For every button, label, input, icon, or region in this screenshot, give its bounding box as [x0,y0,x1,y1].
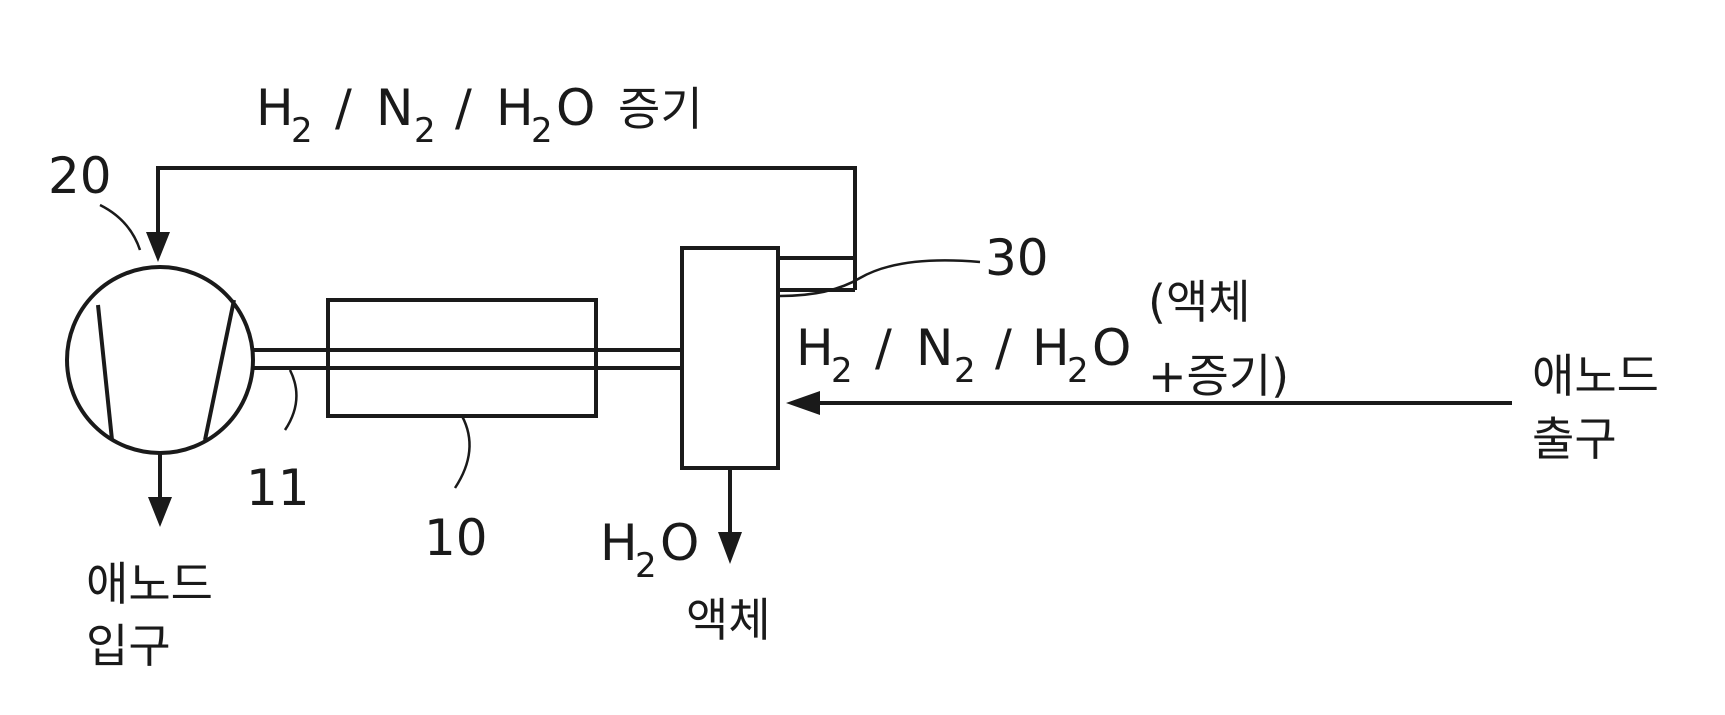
svg-text:출구: 출구 [1532,412,1617,466]
svg-text:증기: 증기 [618,82,703,136]
svg-text:2: 2 [635,546,657,586]
svg-text:/: / [995,319,1012,377]
svg-text:/: / [335,79,352,137]
svg-text:/: / [875,319,892,377]
ejector-body [328,300,596,416]
svg-text:2: 2 [291,111,313,151]
svg-text:N: N [376,79,413,137]
svg-text:입구: 입구 [86,619,171,673]
svg-text:H: H [796,319,834,377]
anode-outlet-label: 애노드 출구 [1532,349,1659,466]
svg-text:2: 2 [1067,351,1089,391]
recirc-gas-label: H 2 / N 2 / H 2 O 증기 [256,79,703,151]
svg-text:N: N [916,319,953,377]
leader-20 [100,205,140,250]
svg-text:H: H [600,514,638,572]
svg-text:+증기): +증기) [1148,349,1289,403]
blower-blade-left [98,305,112,440]
svg-text:H: H [496,79,534,137]
svg-text:액체: 액체 [686,593,771,647]
svg-text:(액체: (액체 [1148,275,1251,329]
svg-text:O: O [556,79,595,137]
water-drain-arrow [718,532,742,564]
separator-body [682,248,778,468]
drain-water-label: H 2 O 액체 [600,514,771,647]
label-20: 20 [48,147,112,205]
label-30: 30 [985,229,1049,287]
recirculation-arrow [146,232,170,262]
label-10: 10 [424,509,488,567]
svg-text:H: H [256,79,294,137]
anode-inlet-arrow [148,497,172,527]
svg-text:H: H [1032,319,1070,377]
anode-inlet-label: 애노드 입구 [86,557,213,673]
recirculation-line [158,168,855,258]
leader-11 [285,370,296,430]
svg-text:애노드: 애노드 [86,557,213,611]
inlet-mix-label: H 2 / N 2 / H 2 O (액체 +증기) [796,275,1289,403]
blower-circle [67,267,253,453]
svg-text:O: O [660,514,699,572]
anode-outlet-arrow [786,391,820,415]
leader-10 [455,416,470,488]
svg-text:/: / [455,79,472,137]
svg-text:2: 2 [954,351,976,391]
label-11: 11 [246,459,310,517]
svg-text:O: O [1092,319,1131,377]
svg-text:2: 2 [414,111,436,151]
svg-text:애노드: 애노드 [1532,349,1659,403]
svg-text:2: 2 [831,351,853,391]
svg-text:2: 2 [531,111,553,151]
